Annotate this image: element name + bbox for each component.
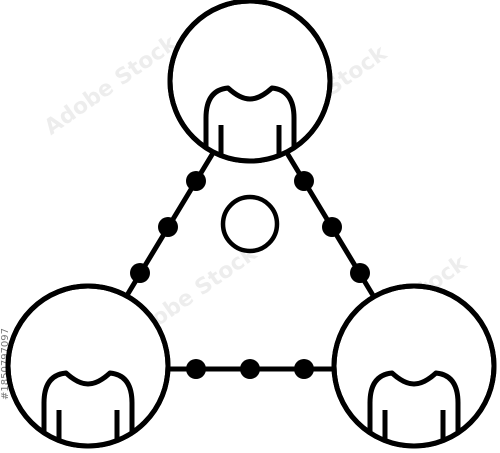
- connector-dot: [130, 263, 150, 283]
- connector-dot: [322, 217, 342, 237]
- connector-dot: [186, 359, 206, 379]
- person-top: [167, 0, 333, 164]
- connector-dot: [158, 217, 178, 237]
- center-hub: [220, 194, 280, 254]
- person-icon: [367, 370, 461, 446]
- connector-dot: [294, 171, 314, 191]
- connector-dot: [350, 263, 370, 283]
- person-right: [331, 283, 497, 449]
- connector-dot: [294, 359, 314, 379]
- person-icon: [41, 370, 135, 446]
- connector-dot: [240, 359, 260, 379]
- person-icon: [203, 85, 297, 161]
- connector-dots: [130, 171, 370, 379]
- connector-dot: [186, 171, 206, 191]
- person-left: [5, 283, 171, 449]
